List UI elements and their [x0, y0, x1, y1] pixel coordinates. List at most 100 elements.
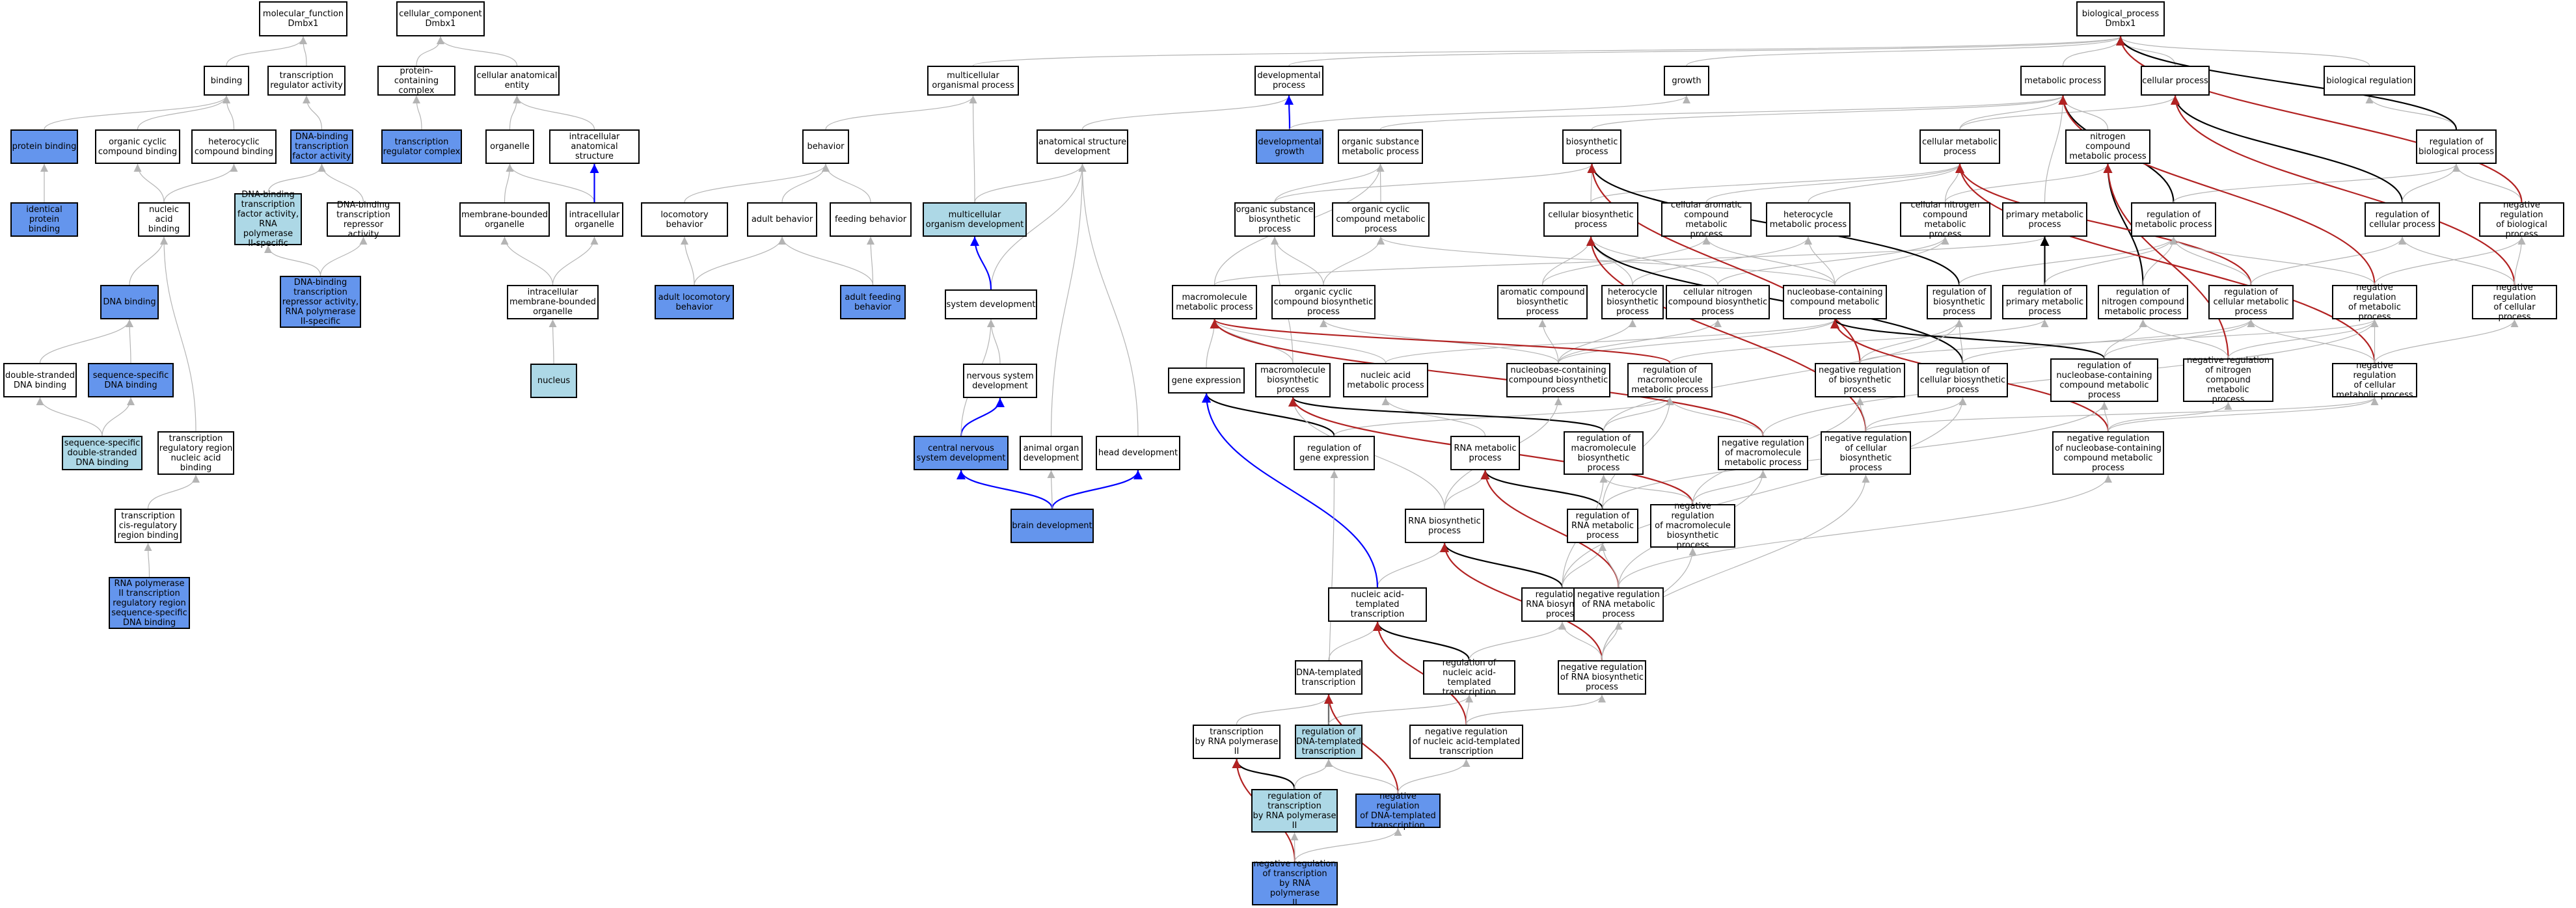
go-term-trans-cis-reg-binding[interactable]: transcription cis-regulatory region bind…	[115, 509, 182, 543]
go-term-growth[interactable]: growth	[1664, 66, 1709, 96]
go-term-reg-nucbase-metab[interactable]: regulation of nucleobase-containing comp…	[2050, 358, 2158, 402]
go-term-membrane-bound-org[interactable]: membrane-bounded organelle	[459, 202, 550, 237]
go-term-ss-ds-dna-binding[interactable]: sequence-specific double-stranded DNA bi…	[62, 436, 142, 470]
go-term-nucbase-biosyn[interactable]: nucleobase-containing compound biosynthe…	[1506, 363, 1610, 397]
go-term-reg-gene-expression[interactable]: regulation of gene expression	[1294, 436, 1375, 470]
go-term-adult-behavior[interactable]: adult behavior	[747, 202, 817, 237]
go-term-org-sub-biosyn[interactable]: organic substance biosynthetic process	[1234, 202, 1315, 237]
go-term-seq-spec-dna-binding[interactable]: sequence-specific DNA binding	[88, 363, 174, 397]
go-term-protein-binding[interactable]: protein binding	[10, 129, 78, 164]
go-term-arom-biosyn[interactable]: aromatic compound biosynthetic process	[1497, 285, 1588, 319]
go-term-cell-arom-metab[interactable]: cellular aromatic compound metabolic pro…	[1661, 200, 1752, 239]
go-term-identical-pb[interactable]: identical protein binding	[10, 202, 78, 237]
go-term-dna-binding[interactable]: DNA binding	[100, 285, 159, 319]
go-term-neg-reg-cell-biosyn[interactable]: negative regulation of cellular biosynth…	[1821, 431, 1911, 475]
go-term-macromol-biosyn[interactable]: macromolecule biosynthetic process	[1255, 363, 1331, 397]
go-term-cell-anat-ent[interactable]: cellular anatomical entity	[474, 66, 560, 96]
go-term-macromol-metab[interactable]: macromolecule metabolic process	[1172, 285, 1257, 319]
go-term-org-sub-metab[interactable]: organic substance metabolic process	[1338, 129, 1423, 164]
go-term-organelle[interactable]: organelle	[485, 129, 534, 164]
go-term-neg-reg-cell-metab[interactable]: negative regulation of cellular metaboli…	[2332, 361, 2417, 400]
go-term-reg-primary-metab[interactable]: regulation of primary metabolic process	[2002, 285, 2087, 319]
go-term-mf[interactable]: molecular_function Dmbx1	[259, 1, 347, 36]
go-term-reg-transcription-pol2[interactable]: regulation of transcription by RNA polym…	[1251, 789, 1338, 833]
go-term-reg-macromol-biosyn[interactable]: regulation of macromolecule biosynthetic…	[1564, 431, 1644, 475]
go-term-neg-reg-rna-metab[interactable]: negative regulation of RNA metabolic pro…	[1573, 587, 1664, 622]
go-term-trans-reg-act[interactable]: transcription regulator activity	[267, 66, 346, 96]
go-term-reg-cell-metab[interactable]: regulation of cellular metabolic process	[2208, 285, 2294, 319]
go-term-het-biosyn[interactable]: heterocycle biosynthetic process	[1601, 285, 1664, 319]
go-term-dbtra[interactable]: DNA-binding transcription repressor acti…	[327, 200, 400, 239]
go-term-neg-reg-macromol-biosyn[interactable]: negative regulation of macromolecule bio…	[1650, 501, 1735, 550]
go-term-intra-org[interactable]: intracellular organelle	[565, 202, 623, 237]
go-term-primary-metab[interactable]: primary metabolic process	[2002, 202, 2087, 237]
go-term-biosyn-proc[interactable]: biosynthetic process	[1562, 129, 1621, 164]
go-term-head-development[interactable]: head development	[1096, 436, 1180, 470]
go-term-brain-development[interactable]: brain development	[1010, 509, 1094, 543]
go-term-neg-reg-rna-biosyn[interactable]: negative regulation of RNA biosynthetic …	[1558, 660, 1646, 695]
go-term-reg-bio-proc[interactable]: regulation of biological process	[2416, 129, 2497, 164]
go-term-nat-transcription[interactable]: nucleic acid-templated transcription	[1328, 587, 1427, 622]
go-term-cell-metab[interactable]: cellular metabolic process	[1919, 129, 2000, 164]
go-term-neg-reg-dna-templated-transcription[interactable]: negative regulation of DNA-templated tra…	[1355, 792, 1441, 831]
go-term-dna-templated-transcription[interactable]: DNA-templated transcription	[1295, 660, 1363, 695]
go-term-feeding-behavior[interactable]: feeding behavior	[830, 202, 912, 237]
go-term-behavior[interactable]: behavior	[802, 129, 849, 164]
go-term-reg-macromol-metab[interactable]: regulation of macromolecule metabolic pr…	[1627, 363, 1713, 397]
go-term-neg-reg-nucbase-metab[interactable]: negative regulation of nucleobase-contai…	[2052, 431, 2164, 475]
go-term-adult-feeding-behavior[interactable]: adult feeding behavior	[840, 285, 906, 319]
go-term-cell-proc[interactable]: cellular process	[2141, 66, 2210, 96]
go-term-reg-biosyn[interactable]: regulation of biosynthetic process	[1927, 285, 1992, 319]
go-term-tr-region-na-binding[interactable]: transcription regulatory region nucleic …	[157, 431, 234, 475]
go-term-nucleic-acid-binding[interactable]: nucleic acid binding	[138, 202, 190, 237]
go-term-multi-org-proc[interactable]: multicellular organismal process	[927, 66, 1019, 96]
go-term-nucbase-metab[interactable]: nucleobase-containing compound metabolic…	[1783, 285, 1887, 319]
go-term-nervous-system-development[interactable]: nervous system development	[963, 364, 1037, 398]
go-term-metab-proc[interactable]: metabolic process	[2020, 66, 2106, 96]
go-term-neg-reg-metab[interactable]: negative regulation of metabolic process	[2332, 283, 2417, 322]
go-term-dbtra-pol2[interactable]: DNA-binding transcription repressor acti…	[280, 276, 361, 328]
go-term-bio-reg[interactable]: biological regulation	[2324, 66, 2415, 96]
go-term-het-cmp-bind[interactable]: heterocyclic compound binding	[191, 129, 277, 164]
go-term-animal-organ-development[interactable]: animal organ development	[1020, 436, 1083, 470]
go-term-rna-metab[interactable]: RNA metabolic process	[1450, 436, 1520, 470]
go-term-reg-cell-biosyn[interactable]: regulation of cellular biosynthetic proc…	[1918, 363, 2008, 397]
go-term-nucleus[interactable]: nucleus	[530, 364, 577, 398]
go-term-org-cyc-biosyn[interactable]: organic cyclic compound biosynthetic pro…	[1271, 285, 1376, 319]
go-term-dev-proc[interactable]: developmental process	[1254, 66, 1323, 96]
go-term-cell-nitro-metab[interactable]: cellular nitrogen compound metabolic pro…	[1900, 200, 1990, 239]
go-term-neg-reg-biosyn[interactable]: negative regulation of biosynthetic proc…	[1815, 363, 1905, 397]
go-term-cell-biosyn[interactable]: cellular biosynthetic process	[1543, 202, 1638, 237]
go-term-trc[interactable]: transcription regulator complex	[381, 129, 462, 164]
go-term-nitro-metab[interactable]: nitrogen compound metabolic process	[2065, 129, 2150, 164]
go-term-binding[interactable]: binding	[204, 66, 249, 96]
go-term-gene-expression[interactable]: gene expression	[1168, 367, 1245, 394]
go-term-reg-rna-metab[interactable]: regulation of RNA metabolic process	[1567, 509, 1638, 543]
go-term-neg-reg-cell-proc[interactable]: negative regulation of cellular process	[2472, 283, 2557, 322]
go-term-pol2-tr-seq-binding[interactable]: RNA polymerase II transcription regulato…	[109, 577, 190, 629]
go-term-neg-reg-transcription-pol2[interactable]: negative regulation of transcription by …	[1252, 859, 1338, 908]
go-term-cell-nitro-biosyn[interactable]: cellular nitrogen compound biosynthetic …	[1666, 285, 1770, 319]
go-term-reg-nat-transcription[interactable]: regulation of nucleic acid-templated tra…	[1423, 658, 1515, 697]
go-term-reg-nitro-metab[interactable]: regulation of nitrogen compound metaboli…	[2098, 285, 2188, 319]
go-term-reg-cell-proc[interactable]: regulation of cellular process	[2365, 202, 2440, 237]
go-term-system-development[interactable]: system development	[945, 289, 1037, 319]
go-term-bp[interactable]: biological_process Dmbx1	[2076, 1, 2165, 36]
go-term-neg-reg-bio[interactable]: negative regulation of biological proces…	[2479, 200, 2564, 239]
go-term-transcription-pol2[interactable]: transcription by RNA polymerase II	[1193, 725, 1281, 759]
go-term-neg-reg-macromol-metab[interactable]: negative regulation of macromolecule met…	[1718, 436, 1808, 470]
go-term-intra-mb-org[interactable]: intracellular membrane-bounded organelle	[507, 285, 599, 319]
go-term-nuc-acid-metab[interactable]: nucleic acid metabolic process	[1343, 363, 1428, 397]
go-term-neg-reg-nitro-metab[interactable]: negative regulation of nitrogen compound…	[2183, 356, 2273, 405]
go-term-cns-development[interactable]: central nervous system development	[914, 436, 1009, 470]
go-term-prot-cont-cplx[interactable]: protein-containing complex	[377, 66, 455, 96]
go-term-multi-org-dev[interactable]: multicellular organism development	[923, 202, 1027, 237]
go-term-rna-biosyn[interactable]: RNA biosynthetic process	[1405, 509, 1484, 543]
go-term-locomotory-behavior[interactable]: locomotory behavior	[641, 202, 728, 237]
go-term-double-stranded-dna-binding[interactable]: double-stranded DNA binding	[3, 363, 77, 397]
go-term-cc[interactable]: cellular_component Dmbx1	[396, 1, 485, 36]
go-term-dbtfa-pol2[interactable]: DNA-binding transcription factor activit…	[234, 190, 302, 248]
go-term-reg-metab[interactable]: regulation of metabolic process	[2131, 202, 2216, 237]
go-term-anat-struct-dev[interactable]: anatomical structure development	[1037, 129, 1128, 164]
go-term-org-cyc-metab[interactable]: organic cyclic compound metabolic proces…	[1332, 202, 1430, 237]
